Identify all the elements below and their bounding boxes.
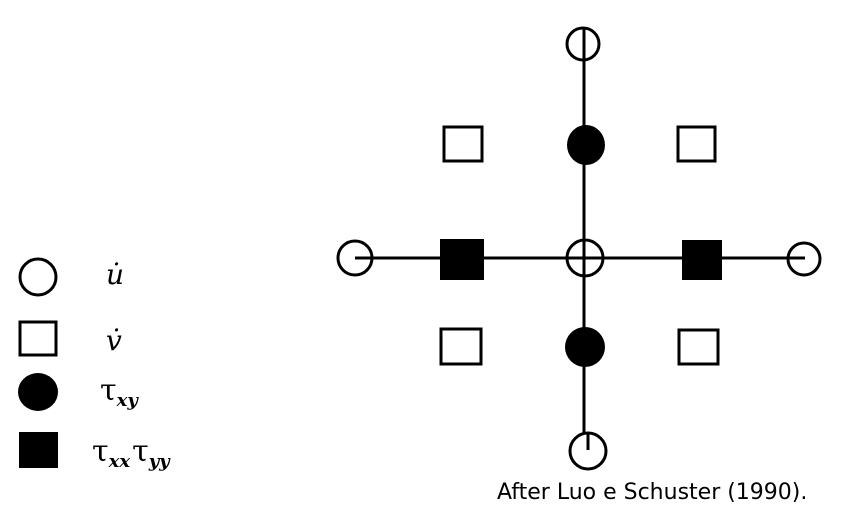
legend-filled-circle-icon (18, 373, 58, 411)
tau-xy-node-top (567, 125, 605, 165)
caption: After Luo e Schuster (1990). (497, 480, 808, 505)
u-nodes (336, 26, 822, 471)
legend: u̇ v̇ τxy τxxτyy (18, 257, 171, 472)
legend-label-u: u̇ (106, 258, 124, 291)
tau-xy-node-bottom (565, 327, 605, 367)
legend-item-tau-xx-yy: τxxτyy (19, 432, 171, 472)
tau-xx-yy-node-left (440, 239, 484, 280)
legend-label-tau-xx-yy: τxxτyy (92, 434, 171, 472)
legend-open-circle-icon (18, 257, 58, 297)
v-node-top-right (676, 125, 717, 163)
legend-open-square-icon (18, 320, 58, 357)
legend-label-v: v̇ (106, 324, 122, 357)
legend-filled-square-icon (19, 432, 58, 468)
v-node-bottom-left (439, 327, 483, 366)
legend-label-tau-xy: τxy (100, 373, 139, 411)
tau-xy-nodes (565, 125, 605, 367)
legend-item-u: u̇ (18, 257, 124, 297)
v-nodes (439, 125, 720, 366)
tau-xx-yy-node-right (682, 240, 722, 280)
legend-item-tau-xy: τxy (18, 373, 139, 411)
line-overlay (355, 28, 805, 450)
v-node-top-left (442, 125, 484, 163)
tau-xx-yy-nodes (440, 239, 722, 280)
legend-item-v: v̇ (18, 320, 122, 357)
v-node-bottom-right (677, 328, 720, 366)
